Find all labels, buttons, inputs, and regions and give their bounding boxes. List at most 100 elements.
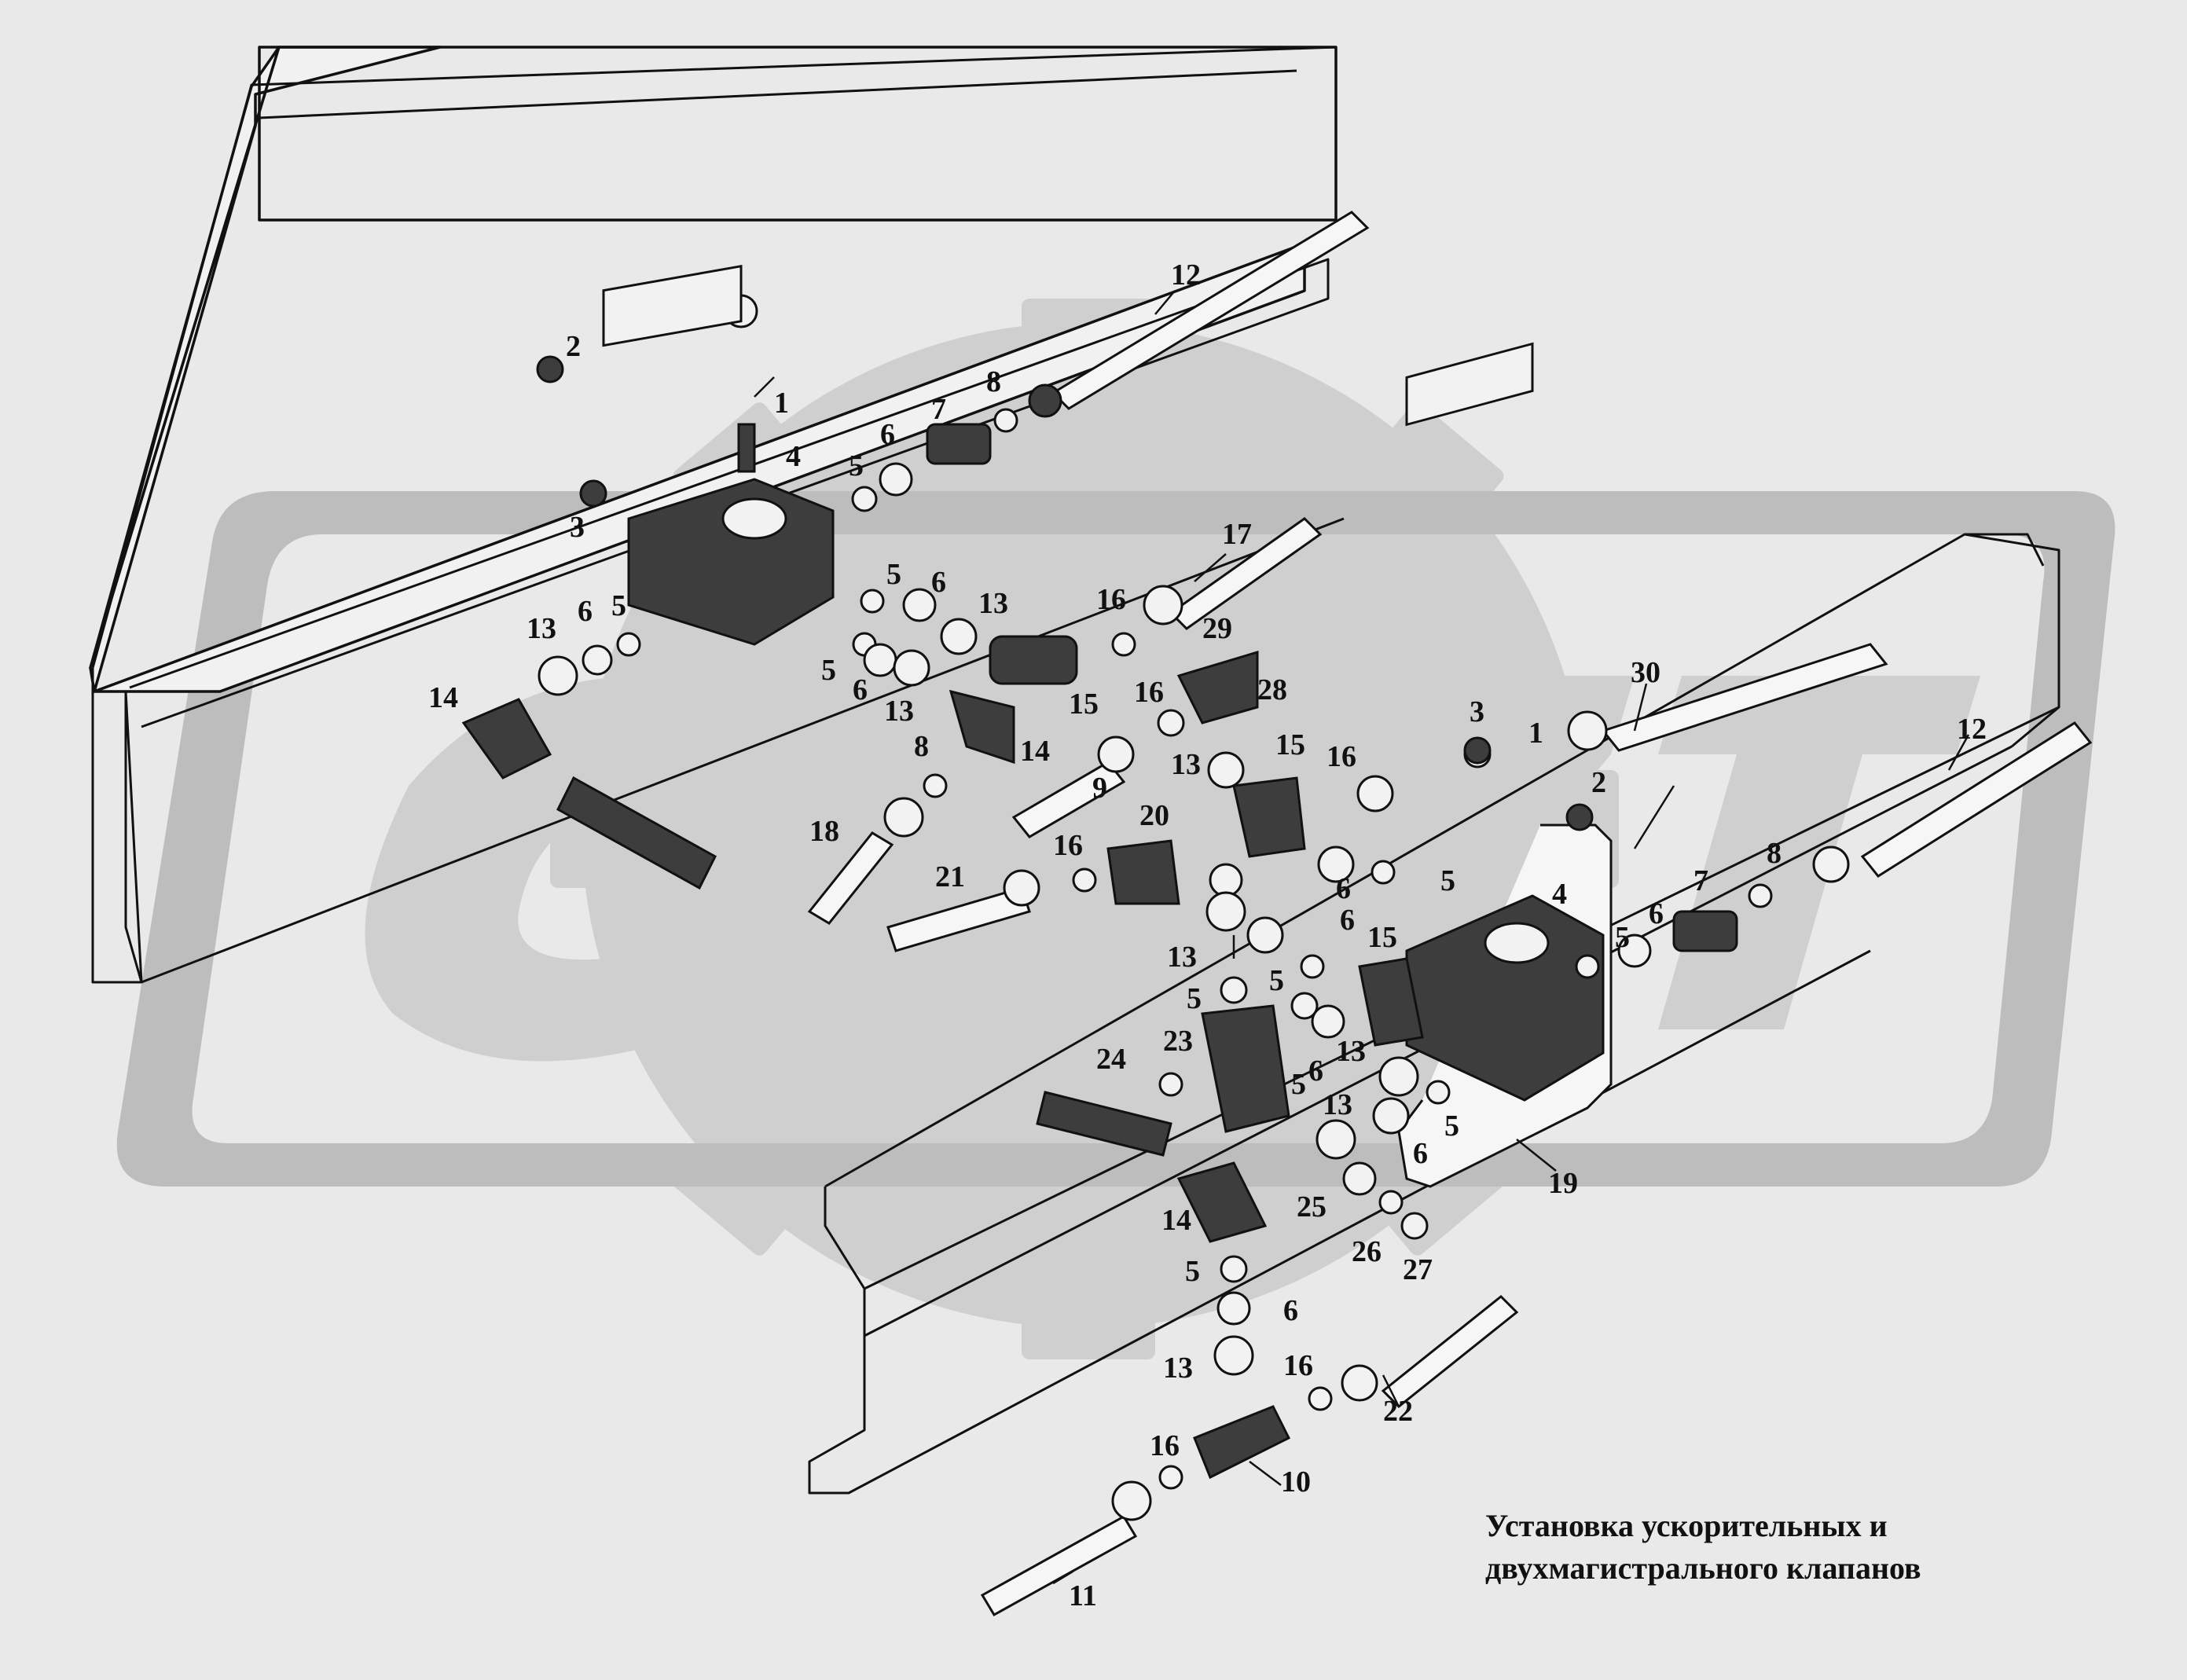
- callout-13: 13: [1163, 1352, 1193, 1385]
- pipe-12-right: [1860, 721, 2093, 878]
- callout-8: 8: [1767, 837, 1782, 870]
- callout-5: 5: [886, 558, 901, 591]
- watermark-letter-z: [1226, 676, 1635, 1029]
- callout-3: 3: [1470, 695, 1484, 728]
- callout-5: 5: [1440, 864, 1455, 897]
- callout-5: 5: [1291, 1068, 1306, 1101]
- callout-1: 1: [774, 387, 789, 420]
- callout-5: 5: [1187, 982, 1202, 1015]
- watermark-letter-o: [365, 673, 850, 1062]
- callout-15: 15: [1275, 728, 1305, 761]
- hose-left: [556, 776, 717, 890]
- callout-13: 13: [884, 695, 914, 728]
- leader-lines: [754, 290, 1970, 1585]
- callout-12: 12: [1171, 259, 1201, 292]
- callout-10: 10: [1281, 1465, 1311, 1498]
- fitting-10: [1193, 1405, 1291, 1480]
- callout-6: 6: [1308, 1055, 1323, 1088]
- callout-5: 5: [1269, 964, 1284, 997]
- pipe-17: [1169, 517, 1323, 630]
- callout-28: 28: [1257, 673, 1287, 706]
- callout-15: 15: [1367, 921, 1397, 954]
- callout-5: 5: [1185, 1255, 1200, 1288]
- callout-5: 5: [611, 589, 626, 622]
- callout-16: 16: [1096, 583, 1126, 616]
- callout-14: 14: [1161, 1204, 1191, 1237]
- callout-12: 12: [1957, 713, 1987, 746]
- callout-5: 5: [821, 654, 836, 687]
- callout-2: 2: [1591, 766, 1606, 799]
- caption-line-2: двухмагистрального клапанов: [1485, 1550, 1921, 1586]
- pipe-18: [807, 831, 894, 925]
- callout-20: 20: [1139, 799, 1169, 832]
- callout-14: 14: [1020, 735, 1050, 768]
- callout-26: 26: [1352, 1235, 1382, 1268]
- callout-15: 15: [1069, 688, 1099, 721]
- callout-6: 6: [1336, 872, 1351, 905]
- callout-11: 11: [1069, 1579, 1097, 1612]
- callout-14: 14: [428, 681, 458, 714]
- valve-23-body: [1201, 1004, 1290, 1133]
- callout-labels: 1 2 3 4 5 6 7 8 12 17 5 6 13 16 29 13 6 …: [428, 259, 1987, 1612]
- callout-6: 6: [1649, 897, 1664, 930]
- callout-24: 24: [1096, 1043, 1126, 1076]
- callout-13: 13: [527, 612, 556, 645]
- callout-30: 30: [1631, 656, 1660, 689]
- callout-13: 13: [978, 587, 1008, 620]
- pipe-30: [1601, 643, 1888, 752]
- watermark-logo: [116, 299, 2115, 1359]
- callout-6: 6: [1283, 1294, 1298, 1327]
- callout-6: 6: [1413, 1137, 1428, 1170]
- callout-8: 8: [914, 730, 929, 763]
- callout-23: 23: [1163, 1025, 1193, 1058]
- callout-5: 5: [1444, 1110, 1459, 1143]
- callout-16: 16: [1134, 676, 1164, 709]
- callout-5: 5: [1615, 921, 1630, 954]
- callout-19: 19: [1548, 1167, 1578, 1200]
- callout-5: 5: [849, 449, 864, 482]
- pipe-22: [1381, 1294, 1519, 1409]
- callout-16: 16: [1053, 829, 1083, 862]
- callout-16: 16: [1150, 1429, 1180, 1462]
- pipe-9: [1011, 761, 1126, 838]
- callout-6: 6: [578, 595, 593, 628]
- callout-6: 6: [880, 418, 895, 451]
- callout-16: 16: [1327, 740, 1356, 773]
- callout-27: 27: [1403, 1253, 1433, 1286]
- callout-3: 3: [570, 511, 585, 544]
- callout-13: 13: [1171, 748, 1201, 781]
- hose-bottom: [1036, 1091, 1172, 1157]
- callout-25: 25: [1297, 1190, 1327, 1223]
- callout-4: 4: [786, 440, 801, 473]
- small-parts: [461, 264, 1850, 1521]
- callout-9: 9: [1092, 772, 1107, 805]
- pipe-12-left: [1051, 211, 1370, 410]
- callout-4: 4: [1552, 878, 1567, 911]
- callout-17: 17: [1222, 518, 1252, 551]
- callout-7: 7: [931, 393, 946, 426]
- callout-13: 13: [1336, 1035, 1366, 1068]
- callout-13: 13: [1323, 1088, 1352, 1121]
- callout-6: 6: [931, 566, 946, 599]
- callout-22: 22: [1383, 1395, 1413, 1428]
- pipe-11: [980, 1514, 1138, 1617]
- callout-18: 18: [809, 815, 839, 848]
- callout-6: 6: [853, 673, 868, 706]
- callout-13: 13: [1167, 941, 1197, 974]
- callout-6: 6: [1340, 904, 1355, 937]
- valve-4-right: [1405, 894, 1605, 1102]
- pipe-21: [886, 886, 1031, 952]
- watermark-letter-p: [849, 676, 1259, 1029]
- diagram-caption: Установка ускорительных и двухмагистраль…: [1485, 1505, 1921, 1590]
- callout-16: 16: [1283, 1349, 1313, 1382]
- callout-1: 1: [1528, 717, 1543, 750]
- callout-7: 7: [1693, 864, 1708, 897]
- valve-4-left: [627, 423, 835, 646]
- left-frame-beam: [89, 46, 1345, 984]
- caption-line-1: Установка ускорительных и: [1485, 1508, 1888, 1543]
- callout-2: 2: [566, 330, 581, 363]
- callout-21: 21: [935, 860, 965, 893]
- callout-8: 8: [986, 365, 1001, 398]
